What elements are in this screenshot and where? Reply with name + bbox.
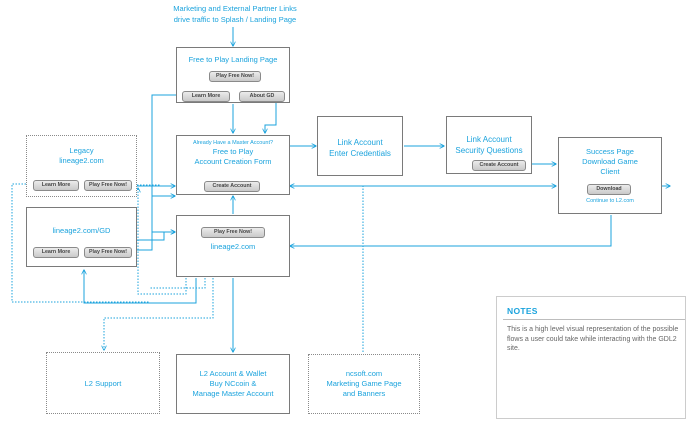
success-page-box: Success Page Download Game Client Downlo… (558, 137, 662, 214)
download-button[interactable]: Download (587, 184, 631, 195)
gd-play-button[interactable]: Play Free Now! (84, 247, 132, 258)
arrow-gd-to-l2 (137, 232, 175, 241)
success-title-line-3: Client (600, 167, 620, 176)
link-credentials-line-2: Enter Credentials (329, 149, 391, 158)
success-title-line-1: Success Page (586, 147, 634, 156)
ncsoft-line-3: and Banners (342, 389, 386, 398)
account-creation-form-box: Already Have a Master Account? Free to P… (176, 135, 290, 195)
continue-to-l2-link[interactable]: Continue to L2.com (586, 198, 634, 204)
gd-learn-more-button[interactable]: Learn More (33, 247, 79, 258)
security-create-account-button[interactable]: Create Account (472, 160, 526, 171)
notes-divider (503, 319, 685, 320)
gd-site-box: lineage2.com/GD Learn More Play Free Now… (26, 207, 137, 267)
ncsoft-box: ncsoft.com Marketing Game Page and Banne… (308, 354, 420, 414)
form-title-line-2: Account Creation Form (194, 157, 272, 166)
legacy-title-line-1: Legacy (69, 146, 94, 155)
l2-play-button[interactable]: Play Free Now! (201, 227, 265, 238)
legacy-site-box: Legacy lineage2.com Learn More Play Free… (26, 135, 137, 197)
dotted-l2-to-support (104, 278, 214, 350)
ncsoft-line-1: ncsoft.com (345, 369, 383, 378)
success-title-line-2: Download Game (582, 157, 638, 166)
arrow-learnmore-to-l2 (151, 94, 178, 232)
landing-page-title: Free to Play Landing Page (188, 55, 278, 64)
master-account-link[interactable]: Already Have a Master Account? (192, 140, 274, 146)
arrow-l2-to-gd (84, 270, 197, 304)
traffic-note-line-1: Marketing and External Partner Links (173, 4, 297, 13)
notes-heading: NOTES (507, 306, 538, 316)
dotted-l2-left (150, 278, 206, 289)
l2-title: lineage2.com (210, 242, 256, 251)
notes-body: This is a high level visual representati… (507, 326, 679, 352)
link-credentials-box: Link Account Enter Credentials (317, 116, 403, 176)
link-security-line-1: Link Account (466, 135, 512, 144)
support-box: L2 Support (46, 352, 160, 414)
arrow-success-to-l2 (290, 215, 612, 246)
arrow-aboutgd-to-form (265, 102, 277, 133)
legacy-play-button[interactable]: Play Free Now! (84, 180, 132, 191)
landing-play-button[interactable]: Play Free Now! (209, 71, 261, 82)
dotted-legacy-left (11, 183, 150, 303)
dotted-ncsoft-to-form (290, 186, 364, 352)
traffic-note-line-2: drive traffic to Splash / Landing Page (173, 15, 297, 24)
l2-site-box: Play Free Now! lineage2.com (176, 215, 290, 277)
landing-page-box: Free to Play Landing Page Play Free Now!… (176, 47, 290, 103)
dotted-legacy-to-form (137, 184, 175, 187)
form-title-line-1: Free to Play (212, 147, 254, 156)
landing-learn-more-button[interactable]: Learn More (182, 91, 230, 102)
wallet-line-1: L2 Account & Wallet (199, 369, 267, 378)
wallet-line-2: Buy NCcoin & (209, 379, 257, 388)
wallet-line-3: Manage Master Account (192, 389, 274, 398)
form-create-account-button[interactable]: Create Account (204, 181, 260, 192)
link-security-line-2: Security Questions (455, 146, 523, 155)
notes-panel: NOTES This is a high level visual repres… (496, 296, 686, 419)
gd-title: lineage2.com/GD (52, 226, 111, 235)
ncsoft-line-2: Marketing Game Page (326, 379, 402, 388)
dotted-l2-to-legacy (138, 188, 187, 295)
legacy-learn-more-button[interactable]: Learn More (33, 180, 79, 191)
link-credentials-line-1: Link Account (337, 138, 383, 147)
link-security-box: Link Account Security Questions Create A… (446, 116, 532, 174)
wallet-box: L2 Account & Wallet Buy NCcoin & Manage … (176, 354, 290, 414)
arrow-gd-play-to-form (137, 196, 175, 251)
legacy-title-line-2: lineage2.com (59, 156, 104, 165)
traffic-note: Marketing and External Partner Links dri… (150, 3, 320, 25)
flow-connectors (11, 27, 670, 448)
landing-about-gd-button[interactable]: About GD (239, 91, 285, 102)
support-title: L2 Support (84, 379, 122, 388)
